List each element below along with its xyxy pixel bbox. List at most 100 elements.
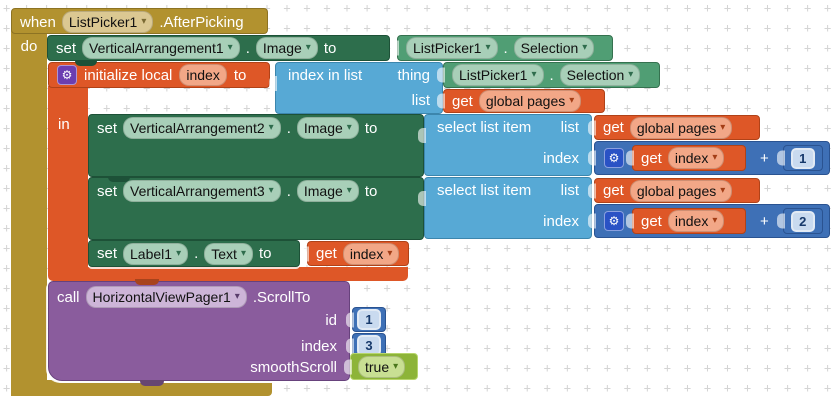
variable-dropdown[interactable]: index ▾ [667,210,725,232]
method-name: .ScrollTo [252,288,311,306]
value-plug [346,312,354,327]
variable-dropdown[interactable]: global pages ▾ [629,116,733,139]
number-block[interactable]: 2 [776,208,823,234]
to-keyword: to [364,119,378,137]
component-dropdown[interactable]: VerticalArrangement2 ▾ [123,117,281,139]
value-plug [269,76,277,91]
number-field[interactable]: 2 [792,212,813,230]
property-dropdown[interactable]: Selection ▾ [559,64,641,86]
value-plug [588,183,596,198]
dropdown-arrow-icon: ▾ [346,122,352,133]
set-verticalarrangement2-block[interactable]: set VerticalArrangement2 ▾ . Image ▾ to [88,114,424,177]
variable-dropdown[interactable]: index ▾ [342,242,400,265]
get-index-block[interactable]: get index ▾ [301,241,409,266]
select-list-item-block[interactable]: select list item list index [418,114,592,176]
value-plug [344,359,352,374]
component-dropdown[interactable]: VerticalArrangement1 ▾ [82,37,240,59]
statement-notch [75,60,97,66]
property-dropdown[interactable]: Image ▾ [296,180,359,202]
dropdown-arrow-icon: ▾ [712,215,718,226]
init-local-spine[interactable]: in [48,86,88,267]
logic-true-block[interactable]: true ▾ [344,353,418,380]
id-param-label: id [325,312,337,329]
value-plug [418,191,426,206]
plus-operator: + [760,149,769,167]
statement-notch [135,279,159,285]
property-dropdown[interactable]: Image ▾ [296,117,359,139]
get-global-pages-block[interactable]: get global pages ▾ [588,115,760,140]
when-keyword: when [20,13,56,31]
variable-dropdown[interactable]: index ▾ [667,147,725,169]
gear-icon[interactable]: ⚙ [57,65,77,85]
dropdown-arrow-icon: ▾ [234,291,240,302]
set-verticalarrangement3-block[interactable]: set VerticalArrangement3 ▾ . Image ▾ to [88,177,424,240]
property-dropdown[interactable]: Text ▾ [204,242,253,265]
event-block-bottom-bar[interactable] [11,380,272,396]
number-block[interactable]: 1 [776,145,823,171]
math-plus-block[interactable]: ⚙ get index ▾ + 1 [588,141,830,175]
select-list-item-block[interactable]: select list item list index [418,177,592,239]
get-index-block[interactable]: get index ▾ [626,208,746,234]
component-dropdown[interactable]: ListPicker1 ▾ [452,64,544,86]
index-socket-label: index [543,150,579,167]
value-plug [626,213,634,229]
event-block-header[interactable]: when ListPicker1 ▾ .AfterPicking [11,8,268,34]
component-dropdown[interactable]: VerticalArrangement3 ▾ [123,180,281,202]
component-dropdown[interactable]: HorizontalViewPager1 ▾ [85,286,247,308]
value-plug [588,213,596,229]
to-keyword: to [364,182,378,200]
getter-listpicker-selection-block[interactable]: ListPicker1 ▾ . Selection ▾ [391,35,613,61]
event-block-spine[interactable]: do [11,30,47,396]
component-dropdown[interactable]: ListPicker1 ▾ [61,11,154,33]
do-label: do [20,38,38,55]
variable-dropdown[interactable]: global pages ▾ [478,90,582,112]
number-field[interactable]: 1 [792,149,813,167]
getter-listpicker-selection-block[interactable]: ListPicker1 ▾ . Selection ▾ [437,62,660,88]
math-plus-block[interactable]: ⚙ get index ▾ + 2 [588,204,830,238]
gear-icon[interactable]: ⚙ [604,148,624,168]
dropdown-arrow-icon: ▾ [141,16,147,27]
to-keyword: to [258,245,272,262]
statement-notch [108,176,130,182]
init-local-header[interactable]: ⚙ initialize local index to [48,62,270,88]
list-socket-label: list [560,119,579,136]
get-global-pages-block[interactable]: get global pages ▾ [437,89,605,113]
value-plug [626,150,634,166]
init-local-bottom-bar[interactable] [48,267,408,281]
dropdown-arrow-icon: ▾ [268,122,274,133]
property-dropdown[interactable]: Image ▾ [255,37,318,59]
component-dropdown[interactable]: Label1 ▾ [123,242,189,265]
dropdown-arrow-icon: ▾ [582,42,588,53]
dot-separator: . [549,66,554,84]
get-keyword: get [641,149,662,167]
boolean-dropdown[interactable]: true ▾ [358,355,406,378]
component-dropdown[interactable]: ListPicker1 ▾ [406,37,498,59]
value-plug [418,128,426,143]
dot-separator: . [286,119,291,137]
number-block[interactable]: 1 [346,307,386,332]
get-global-pages-block[interactable]: get global pages ▾ [588,178,760,203]
dot-separator: . [245,39,250,57]
statement-notch [140,380,164,386]
dot-separator: . [503,39,508,57]
number-field[interactable]: 3 [359,337,379,354]
variable-dropdown[interactable]: global pages ▾ [629,179,733,202]
dropdown-arrow-icon: ▾ [268,185,274,196]
value-plug [776,150,785,166]
set-label1-text-block[interactable]: set Label1 ▾ . Text ▾ to [88,240,300,267]
value-plug [437,67,445,83]
index-param-label: index [301,338,337,355]
number-field[interactable]: 1 [359,311,379,328]
property-dropdown[interactable]: Selection ▾ [513,37,595,59]
dropdown-arrow-icon: ▾ [176,247,182,259]
variable-name-field[interactable]: index [179,64,227,86]
set-keyword: set [97,182,118,200]
gear-icon[interactable]: ⚙ [604,211,624,231]
call-scrollto-block[interactable]: call HorizontalViewPager1 ▾ .ScrollTo id… [48,281,350,381]
dropdown-arrow-icon: ▾ [628,69,634,80]
set-verticalarrangement1-block[interactable]: set VerticalArrangement1 ▾ . Image ▾ to [47,35,390,61]
index-in-list-block[interactable]: index in list thing list [269,62,443,114]
value-plug [776,213,785,229]
get-index-block[interactable]: get index ▾ [626,145,746,171]
